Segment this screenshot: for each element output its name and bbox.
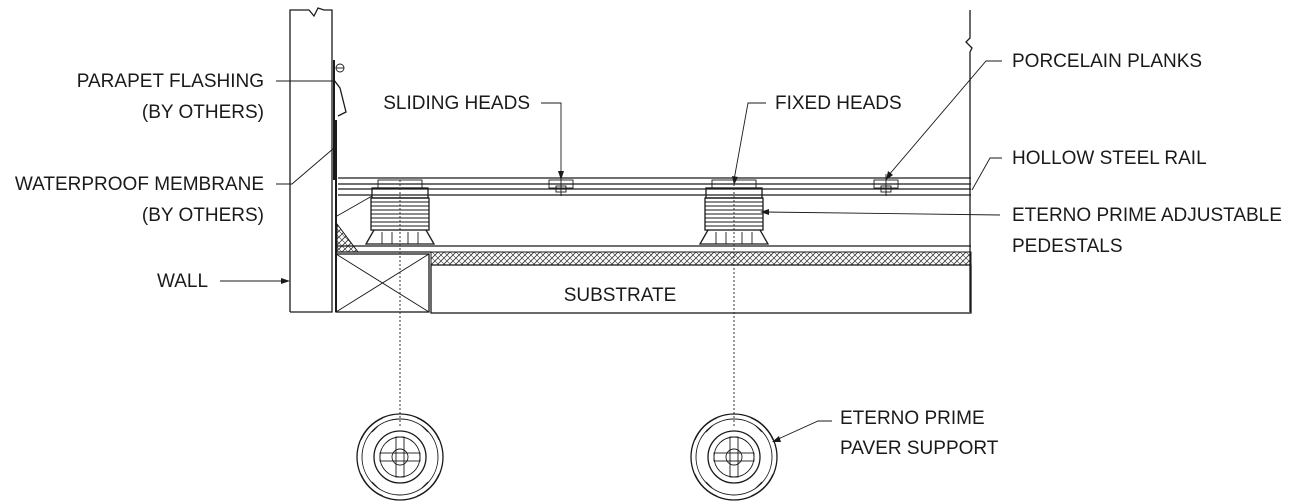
wall bbox=[289, 7, 333, 313]
substrate bbox=[336, 245, 972, 314]
wall-label: WALL bbox=[157, 271, 208, 292]
adjustable-pedestals-label-line1: ETERNO PRIME ADJUSTABLE bbox=[1012, 205, 1282, 226]
waterproof-membrane-by-others-label: (BY OTHERS) bbox=[142, 205, 264, 226]
parapet-flashing-label: PARAPET FLASHING bbox=[77, 71, 264, 92]
waterproof-membrane-label: WATERPROOF MEMBRANE bbox=[15, 174, 264, 195]
hollow-steel-rail bbox=[338, 188, 971, 196]
sliding-head-2 bbox=[873, 174, 899, 196]
paver-support-label-line1: ETERNO PRIME bbox=[840, 408, 985, 429]
parapet-flashing bbox=[333, 60, 347, 180]
paver-support-plan-right bbox=[690, 413, 778, 501]
porcelain-planks-label: PORCELAIN PLANKS bbox=[1012, 51, 1202, 72]
sliding-heads-label: SLIDING HEADS bbox=[383, 93, 530, 114]
corner-blocking bbox=[335, 195, 430, 313]
fixed-heads-label: FIXED HEADS bbox=[775, 93, 902, 114]
hollow-steel-rail-label: HOLLOW STEEL RAIL bbox=[1012, 148, 1207, 169]
substrate-label: SUBSTRATE bbox=[564, 285, 677, 306]
paver-support-label-line2: PAVER SUPPORT bbox=[840, 438, 999, 459]
porcelain-planks bbox=[338, 177, 971, 185]
adjustable-pedestals-label-line2: PEDESTALS bbox=[1012, 236, 1123, 257]
leader-lines bbox=[220, 60, 1002, 442]
parapet-flashing-by-others-label: (BY OTHERS) bbox=[142, 102, 264, 123]
paver-support-plan-left bbox=[356, 413, 444, 501]
